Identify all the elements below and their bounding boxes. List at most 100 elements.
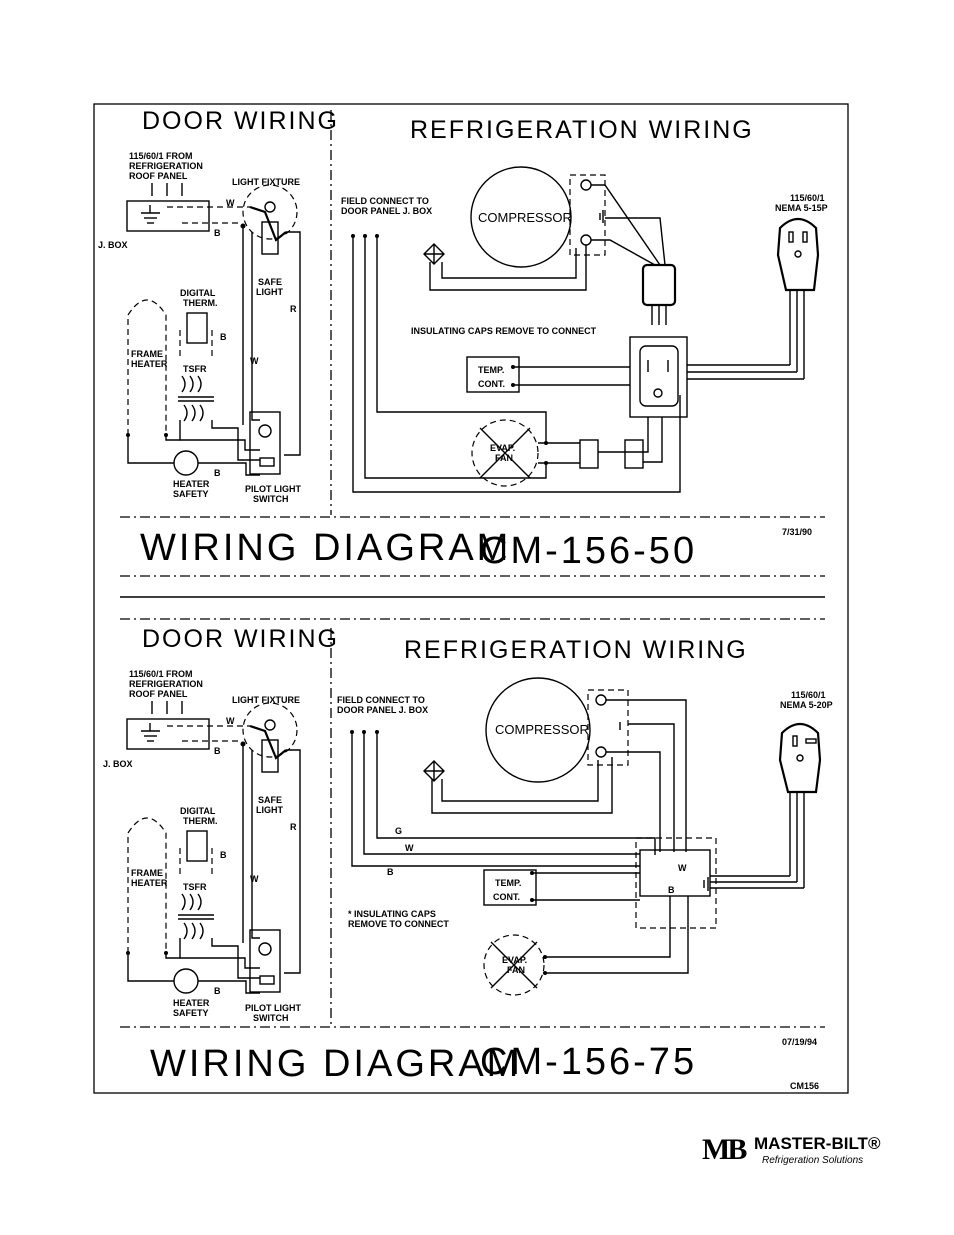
svg-text:NEMA 5-15P: NEMA 5-15P (775, 203, 828, 213)
logo-tagline: Refrigeration Solutions (762, 1155, 864, 1166)
svg-text:W: W (226, 716, 235, 726)
temp-control-label: TEMP. (495, 878, 521, 888)
svg-text:W: W (678, 863, 687, 873)
pilot-light-switch (249, 411, 281, 475)
wiring-diagram-title: WIRING DIAGRAM (140, 527, 511, 569)
temp-control (483, 869, 537, 906)
evap-fan (483, 934, 545, 996)
svg-text:B: B (214, 468, 221, 478)
junction-box (126, 200, 210, 232)
svg-text:LIGHT: LIGHT (256, 805, 283, 815)
svg-text:HEATER: HEATER (131, 359, 168, 369)
fan-connector (579, 439, 599, 469)
compressor (470, 166, 572, 268)
svg-text:G: G (395, 826, 402, 836)
digital-therm-label: DIGITAL (180, 806, 216, 816)
svg-text:THERM.: THERM. (183, 298, 218, 308)
svg-text:B: B (387, 867, 394, 877)
fan-connector (624, 439, 644, 469)
model-number: CM-156-75 (480, 1041, 697, 1083)
svg-text:CONT.: CONT. (478, 379, 505, 389)
svg-text:SWITCH: SWITCH (253, 494, 289, 504)
tsfr-label: TSFR (183, 364, 207, 374)
diagram-bottom: DOOR WIRING REFRIGERATION WIRING 115/60/… (103, 625, 833, 1091)
svg-text:REMOVE TO CONNECT: REMOVE TO CONNECT (348, 919, 449, 929)
frame-heater-loop (127, 817, 167, 953)
light-fixture-dashed (242, 184, 298, 240)
svg-text:W: W (250, 356, 259, 366)
pilot-switch-label: PILOT LIGHT (245, 1003, 301, 1013)
revision-date: 07/19/94 (782, 1037, 817, 1047)
compressor (485, 677, 591, 783)
svg-text:B: B (214, 228, 221, 238)
diagram-top: DOOR WIRING REFRIGERATION WIRING 115/60/… (98, 107, 828, 620)
compressor-label: COMPRESSOR (495, 722, 589, 737)
heater-safety-label: HEATER (173, 998, 210, 1008)
sheet-border (93, 103, 849, 1094)
pilot-light-switch (249, 929, 281, 993)
junction-box (126, 718, 210, 750)
svg-text:B: B (220, 332, 227, 342)
door-wiring-title: DOOR WIRING (142, 107, 339, 135)
temp-control-label: TEMP. (478, 365, 504, 375)
evap-fan-label: EVAP. (490, 443, 515, 453)
insulating-note: * INSULATING CAPS (348, 909, 436, 919)
nema-plug (776, 217, 820, 292)
revision-date: 7/31/90 (782, 527, 812, 537)
supply-label: 115/60/1 FROM (129, 151, 193, 161)
field-connect-label: FIELD CONNECT TO (341, 196, 429, 206)
svg-text:W: W (405, 843, 414, 853)
model-number: CM-156-50 (480, 530, 697, 572)
frame-heater-label: FRAME (131, 868, 163, 878)
svg-text:B: B (668, 885, 675, 895)
heater-safety-label: HEATER (173, 479, 210, 489)
tsfr-label: TSFR (183, 882, 207, 892)
svg-text:R: R (290, 304, 297, 314)
heater-safety (173, 968, 199, 994)
sheet-id: CM156 (790, 1081, 819, 1091)
plug-rating-label: 115/60/1 (790, 193, 825, 203)
supply-label: ROOF PANEL (129, 171, 188, 181)
svg-text:LIGHT: LIGHT (256, 287, 283, 297)
evap-fan-label: EVAP. (502, 955, 527, 965)
evap-fan (471, 419, 539, 487)
svg-text:THERM.: THERM. (183, 816, 218, 826)
digital-thermostat (186, 830, 208, 862)
light-fixture-dashed (242, 702, 298, 758)
supply-label: 115/60/1 FROM (129, 669, 193, 679)
master-bilt-logo: MB MASTER-BILT® Refrigeration Solutions (702, 1133, 881, 1173)
insulating-note: INSULATING CAPS REMOVE TO CONNECT (411, 326, 597, 336)
door-wiring-title: DOOR WIRING (142, 625, 339, 653)
plug-rating-label: 115/60/1 (791, 690, 826, 700)
logo-brand: MASTER-BILT® (754, 1134, 881, 1153)
fan-icon (423, 243, 445, 265)
svg-text:SAFETY: SAFETY (173, 1008, 209, 1018)
svg-text:DOOR PANEL J. BOX: DOOR PANEL J. BOX (337, 705, 428, 715)
svg-text:DOOR PANEL J. BOX: DOOR PANEL J. BOX (341, 206, 432, 216)
frame-heater-label: FRAME (131, 349, 163, 359)
compressor-plug (641, 263, 677, 307)
svg-text:SWITCH: SWITCH (253, 1013, 289, 1023)
receptacle-box (629, 336, 688, 418)
logo-mark: MB (702, 1133, 747, 1166)
jbox-label: J. BOX (98, 240, 128, 250)
supply-label: ROOF PANEL (129, 689, 188, 699)
svg-text:R: R (290, 822, 297, 832)
svg-text:B: B (214, 986, 221, 996)
digital-therm-label: DIGITAL (180, 288, 216, 298)
light-fixture-label: LIGHT FIXTURE (232, 177, 300, 187)
wiring-diagram-title: WIRING DIAGRAM (150, 1043, 521, 1085)
svg-text:CONT.: CONT. (493, 892, 520, 902)
nema-plug (778, 722, 822, 794)
refrigeration-wiring-title: REFRIGERATION WIRING (404, 636, 748, 664)
svg-text:HEATER: HEATER (131, 878, 168, 888)
pilot-switch-label: PILOT LIGHT (245, 484, 301, 494)
supply-label: REFRIGERATION (129, 161, 203, 171)
refrigeration-wiring-title: REFRIGERATION WIRING (410, 116, 754, 144)
light-fixture-label: LIGHT FIXTURE (232, 695, 300, 705)
compressor-label: COMPRESSOR (478, 210, 572, 225)
heater-safety (173, 450, 199, 476)
svg-text:W: W (226, 198, 235, 208)
svg-text:B: B (220, 850, 227, 860)
